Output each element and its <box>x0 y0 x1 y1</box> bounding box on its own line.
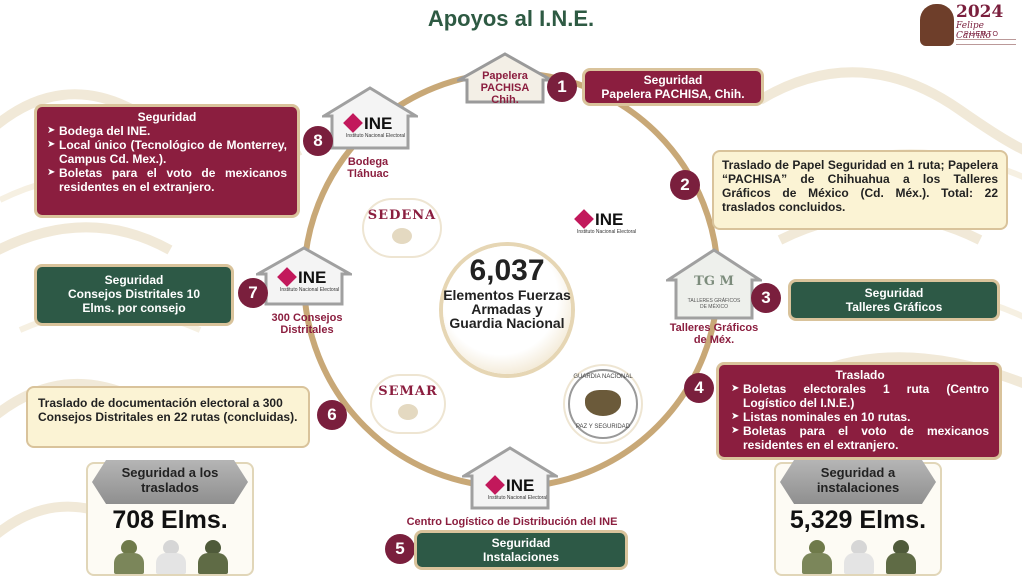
label-talleres: Talleres Gráficos de Méx. <box>669 322 759 346</box>
talleres-monogram: TG M <box>694 274 734 289</box>
label-bodega: Bodega Tláhuac <box>347 156 389 180</box>
box-seguridad-bodega: Seguridad Bodega del INE. Local único (T… <box>34 104 300 218</box>
house-icon <box>666 248 762 320</box>
box-traslado-boletas: Traslado Boletas electorales 1 ruta (Cen… <box>716 362 1002 460</box>
logo-fine-print <box>956 39 1016 45</box>
semar-seal: SEMAR <box>372 376 444 432</box>
soldier-icon <box>844 540 874 574</box>
badge-5: 5 <box>385 534 415 564</box>
label-centro-logistico: Centro Logístico de Distribución del INE <box>406 516 618 528</box>
list-item: Listas nominales en 10 rutas. <box>731 410 989 424</box>
stat-value: 708 Elms. <box>112 506 228 534</box>
logo-2024: 2024 Felipe Carrillo PUERTO <box>920 2 1020 48</box>
house-talleres: TG M TALLERES GRÁFICOS DE MÉXICO <box>666 248 762 320</box>
soldier-icon <box>886 540 916 574</box>
label-papelera: Papelera PACHISA Chih. <box>480 70 530 106</box>
guardia-nacional-seal: GUARDIA NACIONAL PAZ Y SEGURIDAD <box>565 366 641 442</box>
list-item: Local único (Tecnológico de Monterrey, C… <box>47 138 287 166</box>
eagle-emblem <box>585 390 621 416</box>
stat-card-traslados: Seguridad a los traslados 708 Elms. <box>86 460 254 576</box>
house-consejos: INE Instituto Nacional Electoral <box>256 246 352 306</box>
soldier-group <box>108 540 234 574</box>
talleres-subtitle: TALLERES GRÁFICOS DE MÉXICO <box>687 298 741 310</box>
house-icon <box>322 86 418 150</box>
portrait-icon <box>920 4 954 46</box>
badge-8: 8 <box>303 126 333 156</box>
ine-logo: INE Instituto Nacional Electoral <box>343 113 405 139</box>
list-item: Boletas electorales 1 ruta (Centro Logís… <box>731 382 989 410</box>
house-icon <box>256 246 352 306</box>
soldier-icon <box>156 540 186 574</box>
box-seguridad-instalaciones: Seguridad Instalaciones <box>414 530 628 570</box>
box-seguridad-papelera: Seguridad Papelera PACHISA, Chih. <box>582 68 764 106</box>
ine-logo: INE Instituto Nacional Electoral <box>485 475 547 501</box>
soldier-icon <box>198 540 228 574</box>
page-title: Apoyos al I.N.E. <box>427 6 595 31</box>
stat-header: Seguridad a instalaciones <box>780 460 936 504</box>
badge-7: 7 <box>238 278 268 308</box>
badge-2: 2 <box>670 170 700 200</box>
house-bodega: INE Instituto Nacional Electoral <box>322 86 418 150</box>
label-consejos: 300 Consejos Distritales <box>271 312 343 336</box>
ine-logo-center: INE Instituto Nacional Electoral <box>574 209 637 236</box>
house-icon <box>462 446 558 510</box>
logo-year: 2024 <box>956 2 1004 22</box>
center-text: Elementos Fuerzas Armadas y Guardia Naci… <box>443 287 571 331</box>
soldier-icon <box>114 540 144 574</box>
badge-6: 6 <box>317 400 347 430</box>
box-traslado-papel: Traslado de Papel Seguridad en 1 ruta; P… <box>712 150 1008 230</box>
badge-3: 3 <box>751 283 781 313</box>
box-seguridad-talleres: Seguridad Talleres Gráficos <box>788 279 1000 321</box>
list-item: Boletas para el voto de mexicanos reside… <box>731 424 989 452</box>
soldier-group <box>796 540 922 574</box>
badge-1: 1 <box>547 72 577 102</box>
sedena-seal: SEDENA <box>364 200 440 256</box>
house-centro-logistico: INE Instituto Nacional Electoral <box>462 446 558 510</box>
box-traslado-documentacion: Traslado de documentación electoral a 30… <box>26 386 310 448</box>
soldier-icon <box>802 540 832 574</box>
stat-card-instalaciones: Seguridad a instalaciones 5,329 Elms. <box>774 460 942 576</box>
center-summary: 6,037 Elementos Fuerzas Armadas y Guardi… <box>443 246 571 374</box>
box-seguridad-consejos: Seguridad Consejos Distritales 10 Elms. … <box>34 264 234 326</box>
list-item: Bodega del INE. <box>47 124 287 138</box>
stat-value: 5,329 Elms. <box>789 506 927 534</box>
list-item: Boletas para el voto de mexicanos reside… <box>47 166 287 194</box>
badge-4: 4 <box>684 373 714 403</box>
logo-name-line2: PUERTO <box>964 31 999 38</box>
stat-header: Seguridad a los traslados <box>92 460 248 504</box>
logo-name-line1: Felipe Carrillo <box>956 21 991 41</box>
center-number: 6,037 <box>469 254 545 287</box>
ine-logo: INE Instituto Nacional Electoral <box>277 267 339 293</box>
